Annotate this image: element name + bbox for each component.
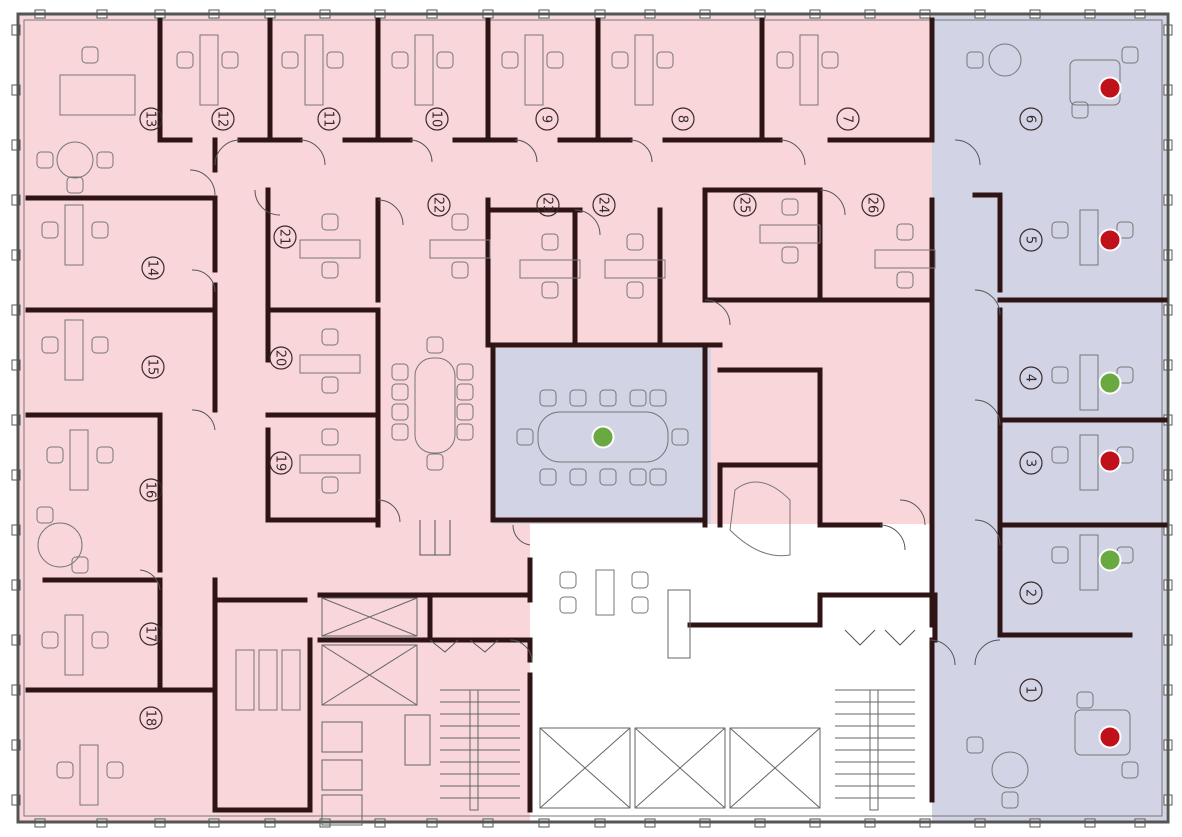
room-number-circle: [1019, 107, 1043, 131]
room-number: 4: [1023, 374, 1038, 382]
room-label: 3: [1019, 451, 1043, 475]
room-number: 10: [429, 111, 444, 128]
room-number-circle: [139, 478, 163, 502]
room-label: 18: [139, 706, 163, 730]
room-label: 4: [1019, 366, 1043, 390]
room-label: 7: [836, 107, 860, 131]
room-number: 22: [431, 197, 446, 214]
interior-walls: [25, 17, 1168, 813]
room-number: 16: [143, 482, 158, 499]
room-number-circle: [535, 107, 559, 131]
room-label: 17: [139, 622, 163, 646]
room-number-circle: [1019, 451, 1043, 475]
room-number-circle: [139, 107, 163, 131]
room-number: 25: [737, 197, 752, 214]
room-number-circle: [861, 193, 885, 217]
room-number-circle: [1019, 366, 1043, 390]
room-number-circle: [733, 193, 757, 217]
room-number-circle: [536, 193, 560, 217]
room-label: 6: [1019, 107, 1043, 131]
room-number-circle: [269, 346, 293, 370]
room-number-circle: [1019, 581, 1043, 605]
room-number: 21: [277, 229, 292, 246]
occupied-marker[interactable]: [1098, 449, 1122, 473]
room-label: 10: [425, 107, 449, 131]
room-label: 23: [536, 193, 560, 217]
room-number: 6: [1023, 115, 1038, 123]
room-label: 14: [141, 256, 165, 280]
available-marker[interactable]: [1098, 548, 1122, 572]
zone-shading: [18, 14, 1166, 822]
room-number: 9: [539, 115, 554, 123]
room-label: 8: [671, 107, 695, 131]
room-number: 15: [145, 359, 160, 376]
room-number: 19: [273, 455, 288, 472]
room-number: 23: [540, 197, 555, 214]
room-number-circle: [671, 107, 695, 131]
room-number-circle: [317, 107, 341, 131]
room-number-circle: [141, 256, 165, 280]
room-label: 9: [535, 107, 559, 131]
room-number-circle: [141, 355, 165, 379]
room-label: 21: [273, 225, 297, 249]
room-number-circle: [1019, 228, 1043, 252]
room-number: 13: [143, 111, 158, 128]
occupied-marker[interactable]: [1098, 228, 1122, 252]
room-number: 20: [273, 350, 288, 367]
room-label: 16: [139, 478, 163, 502]
conference-room-available-marker[interactable]: [591, 425, 615, 449]
room-number: 26: [865, 197, 880, 214]
room-number-circle: [139, 706, 163, 730]
room-label: 13: [139, 107, 163, 131]
lobby-zone: [530, 524, 932, 822]
available-marker[interactable]: [1098, 371, 1122, 395]
building-core: [321, 589, 915, 826]
room-label: 1: [1019, 678, 1043, 702]
room-number-circle: [211, 107, 235, 131]
occupied-marker[interactable]: [1098, 76, 1122, 100]
status-markers: [591, 76, 1122, 749]
room-label: 2: [1019, 581, 1043, 605]
room-label: 15: [141, 355, 165, 379]
occupied-marker[interactable]: [1098, 725, 1122, 749]
room-number: 14: [145, 260, 160, 277]
room-number: 8: [675, 115, 690, 123]
room-label: 12: [211, 107, 235, 131]
room-label: 25: [733, 193, 757, 217]
furniture: [36, 34, 1139, 809]
room-number: 24: [596, 197, 611, 214]
room-number: 3: [1023, 459, 1038, 467]
room-number: 5: [1023, 236, 1038, 244]
room-label: 5: [1019, 228, 1043, 252]
room-number: 2: [1023, 589, 1038, 597]
room-number-circle: [1019, 678, 1043, 702]
room-label: 11: [317, 107, 341, 131]
room-number-circle: [273, 225, 297, 249]
room-label: 22: [427, 193, 451, 217]
room-label: 24: [592, 193, 616, 217]
room-number: 1: [1023, 686, 1038, 694]
room-number: 12: [215, 111, 230, 128]
door-swings: [139, 139, 1001, 666]
room-number: 7: [840, 115, 855, 123]
room-number-circle: [269, 451, 293, 475]
exterior-wall: [16, 12, 1170, 824]
room-number-circle: [427, 193, 451, 217]
room-number-circle: [592, 193, 616, 217]
room-number: 17: [143, 626, 158, 643]
room-label: 26: [861, 193, 885, 217]
room-number-circle: [836, 107, 860, 131]
room-label: 20: [269, 346, 293, 370]
room-number: 11: [321, 111, 336, 128]
room-number-circle: [425, 107, 449, 131]
room-label: 19: [269, 451, 293, 475]
room-number-circle: [139, 622, 163, 646]
room-number: 18: [143, 710, 158, 727]
